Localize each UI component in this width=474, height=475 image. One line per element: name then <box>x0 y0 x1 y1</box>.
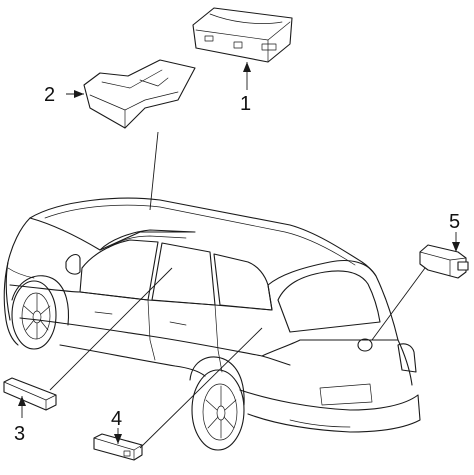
arrow-4 <box>114 434 122 444</box>
rear-rim <box>202 383 238 441</box>
callout-3: 3 <box>14 423 25 445</box>
roof-rail <box>44 204 356 266</box>
windshield <box>99 229 196 251</box>
headlamp <box>7 267 35 279</box>
leader-5-to-vehicle <box>371 267 426 341</box>
rear-bumper-step <box>289 419 351 428</box>
arrow-5 <box>452 242 460 252</box>
rear-hub <box>216 405 226 421</box>
front-wheel-arch <box>11 275 70 326</box>
tail-lamp-left <box>261 355 291 366</box>
rear-door-window <box>151 242 216 306</box>
callout-2: 2 <box>44 84 55 106</box>
door-handle-rear <box>169 321 187 326</box>
license-plate <box>319 383 373 406</box>
arrow-1 <box>243 62 251 72</box>
arrow-3 <box>18 396 26 406</box>
front-door-seam <box>147 299 156 361</box>
part-5-module <box>419 244 469 279</box>
front-hub <box>32 310 42 324</box>
rear-wheel-arch <box>189 356 245 406</box>
front-wheel <box>11 280 57 350</box>
rear-hatch <box>267 259 399 341</box>
front-spokes <box>23 293 51 340</box>
rocker-panel <box>59 344 206 377</box>
hood-crease <box>29 217 141 251</box>
front-rim <box>21 292 51 340</box>
part-3-antenna <box>3 377 57 411</box>
body-side-crease <box>19 317 263 357</box>
rear-wheel <box>191 369 245 451</box>
leader-4-to-vehicle <box>139 327 263 449</box>
rear-body <box>261 339 413 386</box>
rear-emblem <box>357 338 373 352</box>
callout-1: 1 <box>240 93 251 115</box>
side-mirror <box>65 253 81 275</box>
rear-window <box>277 270 381 333</box>
part-4-antenna <box>93 433 143 461</box>
tail-lamp-right <box>397 343 417 373</box>
door-handle-front <box>94 311 113 315</box>
quarter-window <box>213 253 273 311</box>
callout-4: 4 <box>111 408 122 430</box>
rear-bumper <box>239 389 421 433</box>
vehicle-roof <box>29 197 377 277</box>
part-1-control-module <box>192 7 293 63</box>
arrow-2 <box>74 90 84 98</box>
rear-spokes <box>205 385 237 439</box>
vehicle-drawing <box>3 197 421 451</box>
rear-door-seam <box>214 304 223 373</box>
front-fascia <box>3 261 19 346</box>
callout-5: 5 <box>449 211 460 233</box>
leader-lines <box>18 62 460 449</box>
leader-3-to-vehicle <box>49 267 173 391</box>
front-door-window <box>79 239 159 301</box>
part-2-bracket-module <box>83 59 196 129</box>
leader-2-to-vehicle <box>149 131 159 211</box>
